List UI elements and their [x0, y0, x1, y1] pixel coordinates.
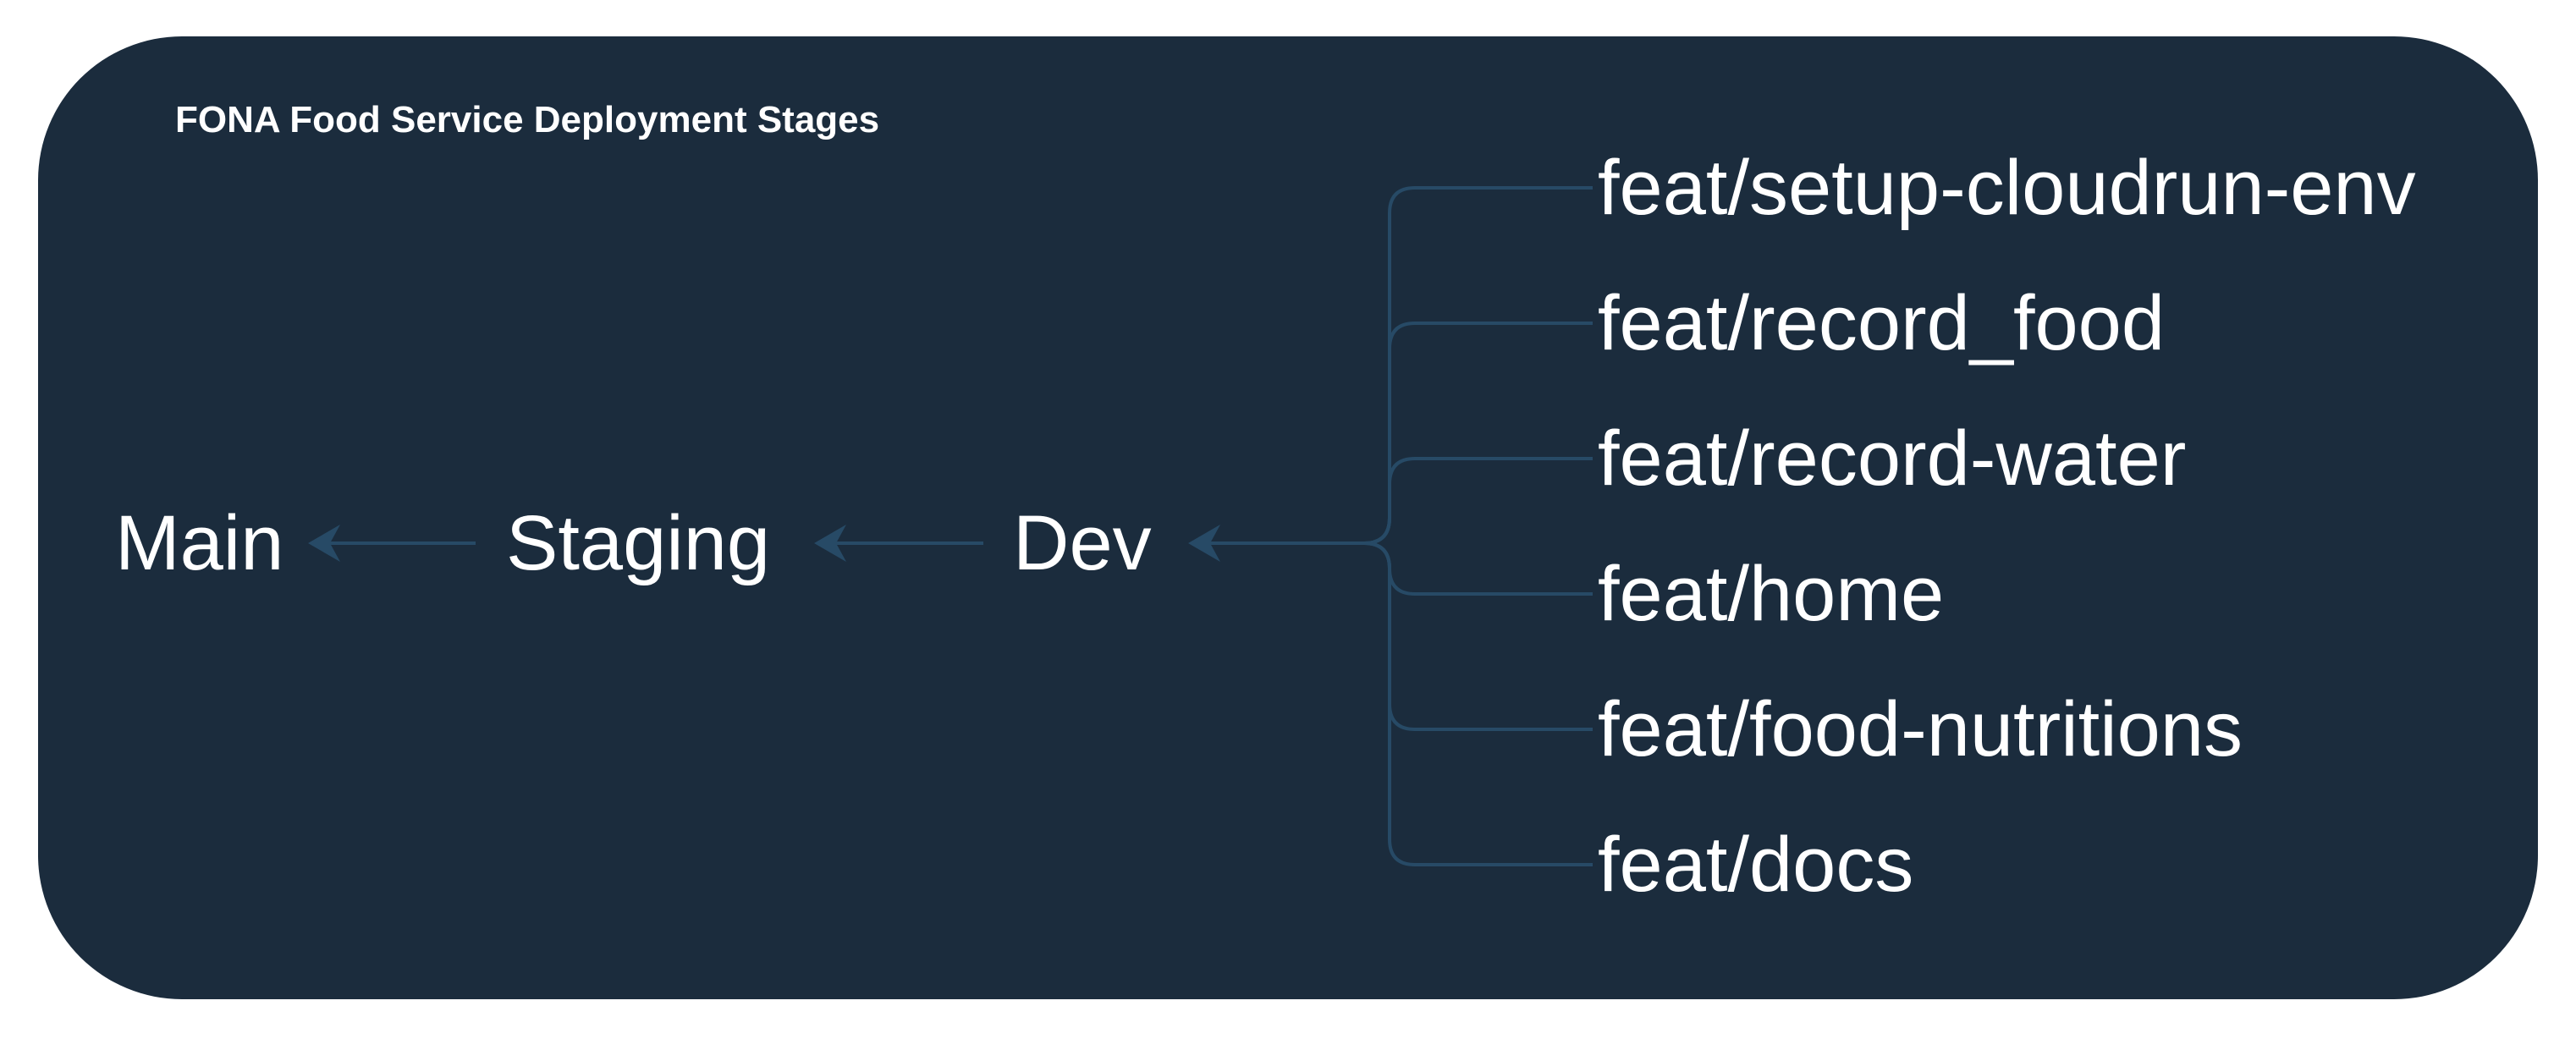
branch-node: feat/food-nutritions: [1598, 686, 2243, 772]
edge-branch-6-to-dev: [1363, 541, 1593, 866]
edge-branch-4-to-dev: [1363, 541, 1593, 596]
node-main: Main: [115, 500, 284, 586]
edge-branch-5-to-dev: [1363, 541, 1593, 731]
branch-node: feat/setup-cloudrun-env: [1598, 145, 2416, 231]
edge-branch-3-to-dev: [1363, 457, 1593, 545]
edge-branch-1-to-dev: [1192, 186, 1593, 545]
arrowhead-staging: [814, 525, 846, 562]
node-staging: Staging: [506, 500, 771, 586]
diagram-title: FONA Food Service Deployment Stages: [175, 99, 880, 140]
edge-branch-2-to-dev: [1363, 322, 1593, 545]
arrowhead-main: [308, 525, 340, 562]
diagram-panel: [38, 36, 2538, 999]
branch-node: feat/record_food: [1598, 280, 2166, 366]
node-dev: Dev: [1013, 500, 1152, 586]
branch-node: feat/home: [1598, 551, 1945, 637]
branch-node: feat/record-water: [1598, 415, 2187, 502]
branch-node: feat/docs: [1598, 822, 1914, 908]
arrowhead-dev: [1188, 525, 1220, 562]
